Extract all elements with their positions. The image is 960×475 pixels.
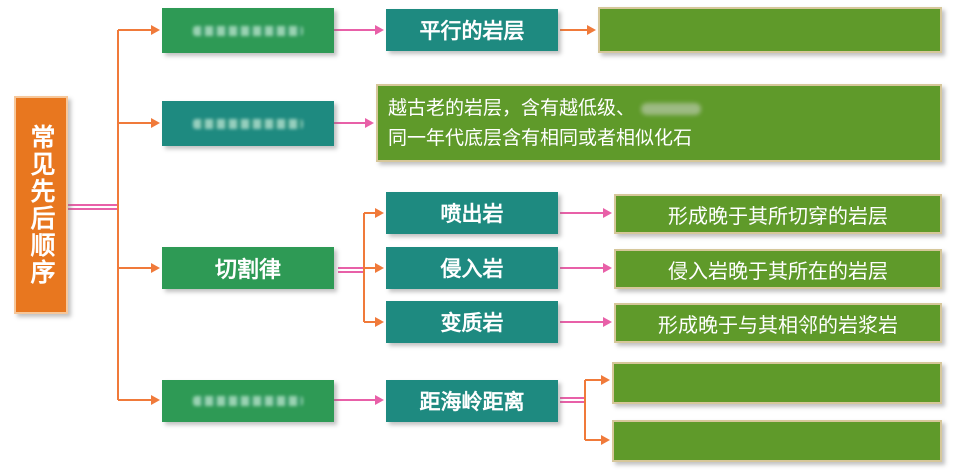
redacted-text <box>193 396 303 406</box>
fossil-rule-note: 越古老的岩层，含有越低级、 同一年代底层含有相同或者相似化石 <box>376 84 942 162</box>
metamorphic-result: 形成晚于与其相邻的岩浆岩 <box>614 303 942 343</box>
parallel-strata-node: 平行的岩层 <box>386 9 558 51</box>
ridge-answer-blank-2 <box>612 420 942 462</box>
root-node: 常见先后顺序 <box>14 96 68 314</box>
extrusive-result: 形成晚于其所切穿的岩层 <box>614 194 942 234</box>
metamorphic-rock-label: 变质岩 <box>440 311 504 335</box>
redacted-text <box>193 25 303 36</box>
parallel-strata-answer-blank <box>598 7 942 53</box>
intrusive-rock-label: 侵入岩 <box>440 257 504 281</box>
branch-cut-law-node: 切割律 <box>162 247 334 289</box>
root-label: 常见先后顺序 <box>27 124 56 286</box>
ridge-distance-node: 距海岭距离 <box>386 380 558 422</box>
redacted-text <box>641 102 702 115</box>
intrusive-rock-node: 侵入岩 <box>386 247 558 289</box>
fossil-rule-line-2: 同一年代底层含有相同或者相似化石 <box>388 127 693 149</box>
branch-2-node <box>162 101 334 146</box>
branch-cut-law-label: 切割律 <box>214 258 281 283</box>
metamorphic-rock-node: 变质岩 <box>386 301 558 343</box>
branch-1-node <box>162 8 334 53</box>
ridge-answer-blank-1 <box>612 362 942 404</box>
branch-4-node <box>162 380 334 422</box>
intrusive-result: 侵入岩晚于其所在的岩层 <box>614 249 942 289</box>
extrusive-rock-label: 喷出岩 <box>440 202 504 226</box>
extrusive-rock-node: 喷出岩 <box>386 192 558 234</box>
ridge-distance-label: 距海岭距离 <box>419 390 525 414</box>
redacted-text <box>193 118 303 129</box>
fossil-rule-line-1: 越古老的岩层，含有越低级、 <box>388 93 702 123</box>
parallel-strata-label: 平行的岩层 <box>419 19 525 43</box>
